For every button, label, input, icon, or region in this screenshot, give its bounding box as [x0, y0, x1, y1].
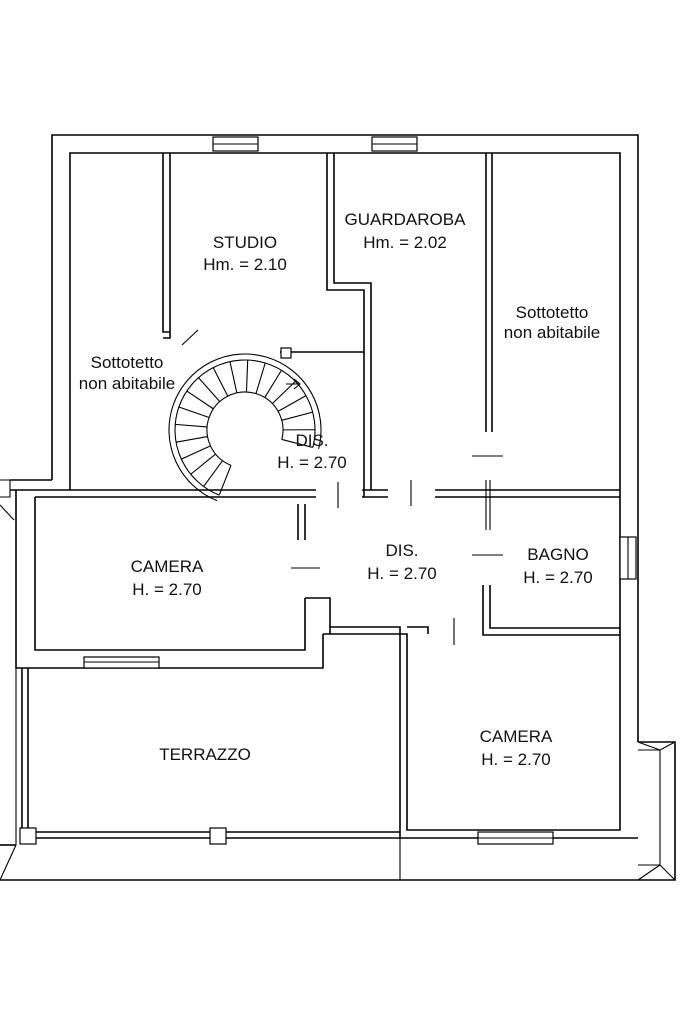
- guardaroba-height: Hm. = 2.02: [363, 233, 447, 252]
- bagno-window: [619, 536, 637, 580]
- dis-center-height: H. = 2.70: [367, 564, 436, 583]
- corridor-walls: [70, 352, 620, 645]
- top-window-left: [212, 136, 259, 152]
- top-window-right: [371, 136, 418, 152]
- camera-bottom-window: [477, 831, 554, 845]
- studio-height: Hm. = 2.10: [203, 255, 287, 274]
- camera-bottom-name: CAMERA: [480, 727, 553, 746]
- camera-left-window: [83, 656, 160, 669]
- outer-walls: [10, 134, 639, 742]
- camera-bottom-height: H. = 2.70: [481, 750, 550, 769]
- bagno-height: H. = 2.70: [523, 568, 592, 587]
- guardaroba-name: GUARDAROBA: [345, 210, 467, 229]
- dis-upper-height: H. = 2.70: [277, 453, 346, 472]
- studio-walls: [181, 153, 372, 490]
- sottotetto-right-line1: Sottotetto: [516, 303, 589, 322]
- camera-left-height: H. = 2.70: [132, 580, 201, 599]
- bagno-name: BAGNO: [527, 545, 588, 564]
- labels: STUDIO Hm. = 2.10 GUARDAROBA Hm. = 2.02 …: [79, 210, 600, 769]
- bagno-walls: [482, 585, 620, 636]
- spiral-staircase: [168, 347, 322, 502]
- terrazzo-railing: [0, 479, 676, 881]
- sottotetto-right-line2: non abitabile: [504, 323, 600, 342]
- camera-left-name: CAMERA: [131, 557, 204, 576]
- guardaroba-walls: [472, 153, 503, 457]
- terrazzo-name: TERRAZZO: [159, 745, 251, 764]
- sottotetto-left-line2: non abitabile: [79, 374, 175, 393]
- camera-left-walls: [15, 490, 331, 669]
- dis-center-name: DIS.: [385, 541, 418, 560]
- dis-upper-name: DIS.: [295, 431, 328, 450]
- studio-name: STUDIO: [213, 233, 277, 252]
- sottotetto-left-wall: [162, 153, 171, 339]
- sottotetto-left-line1: Sottotetto: [91, 353, 164, 372]
